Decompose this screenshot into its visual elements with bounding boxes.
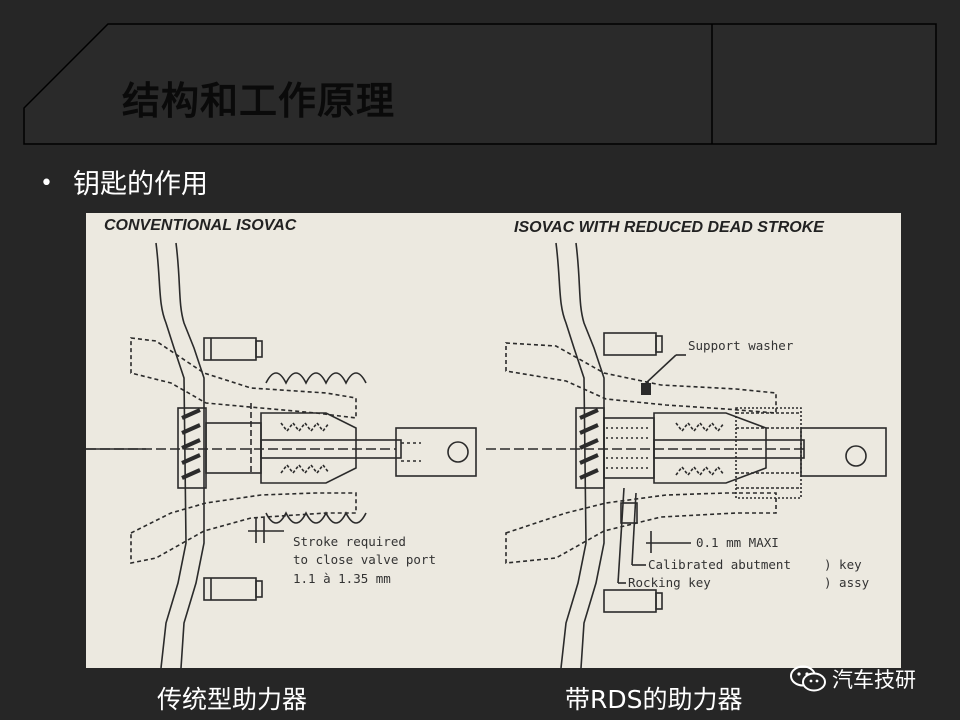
wechat-icon [790,665,826,692]
bullet-dot: • [40,171,53,196]
left-note-close-valve: to close valve port [293,552,436,567]
caption-rds: 带RDS的助力器 [565,685,743,714]
note-calibrated-abutment: Calibrated abutment [648,557,791,572]
slide-title: 结构和工作原理 [122,78,396,123]
caption-conventional: 传统型助力器 [157,685,308,714]
title-frame [23,23,937,145]
bullet-text: 钥匙的作用 [72,169,208,200]
watermark: 汽车技研 [788,662,938,696]
left-note-stroke-required: Stroke required [293,534,406,549]
bullet-item: • 钥匙的作用 [40,162,208,201]
right-booster-drawing [486,242,887,668]
note-rocking-key: Rocking key [628,575,711,590]
left-note-stroke-value: 1.1 à 1.35 mm [293,571,391,586]
note-support-washer: Support washer [688,338,794,353]
watermark-text: 汽车技研 [832,668,916,692]
note-dead-stroke: 0.1 mm MAXI [696,535,779,550]
note-key: ) key [824,557,862,572]
left-booster-drawing [86,242,477,668]
right-notes: Support washer 0.1 mm MAXI Calibrated ab… [628,338,870,590]
right-heading: ISOVAC WITH REDUCED DEAD STROKE [514,219,825,236]
left-heading: CONVENTIONAL ISOVAC [104,217,297,234]
note-assy: ) assy [824,575,870,590]
booster-drawing: CONVENTIONAL ISOVAC ISOVAC WITH REDUCED … [86,213,901,668]
left-notes: Stroke required to close valve port 1.1 … [293,534,436,586]
